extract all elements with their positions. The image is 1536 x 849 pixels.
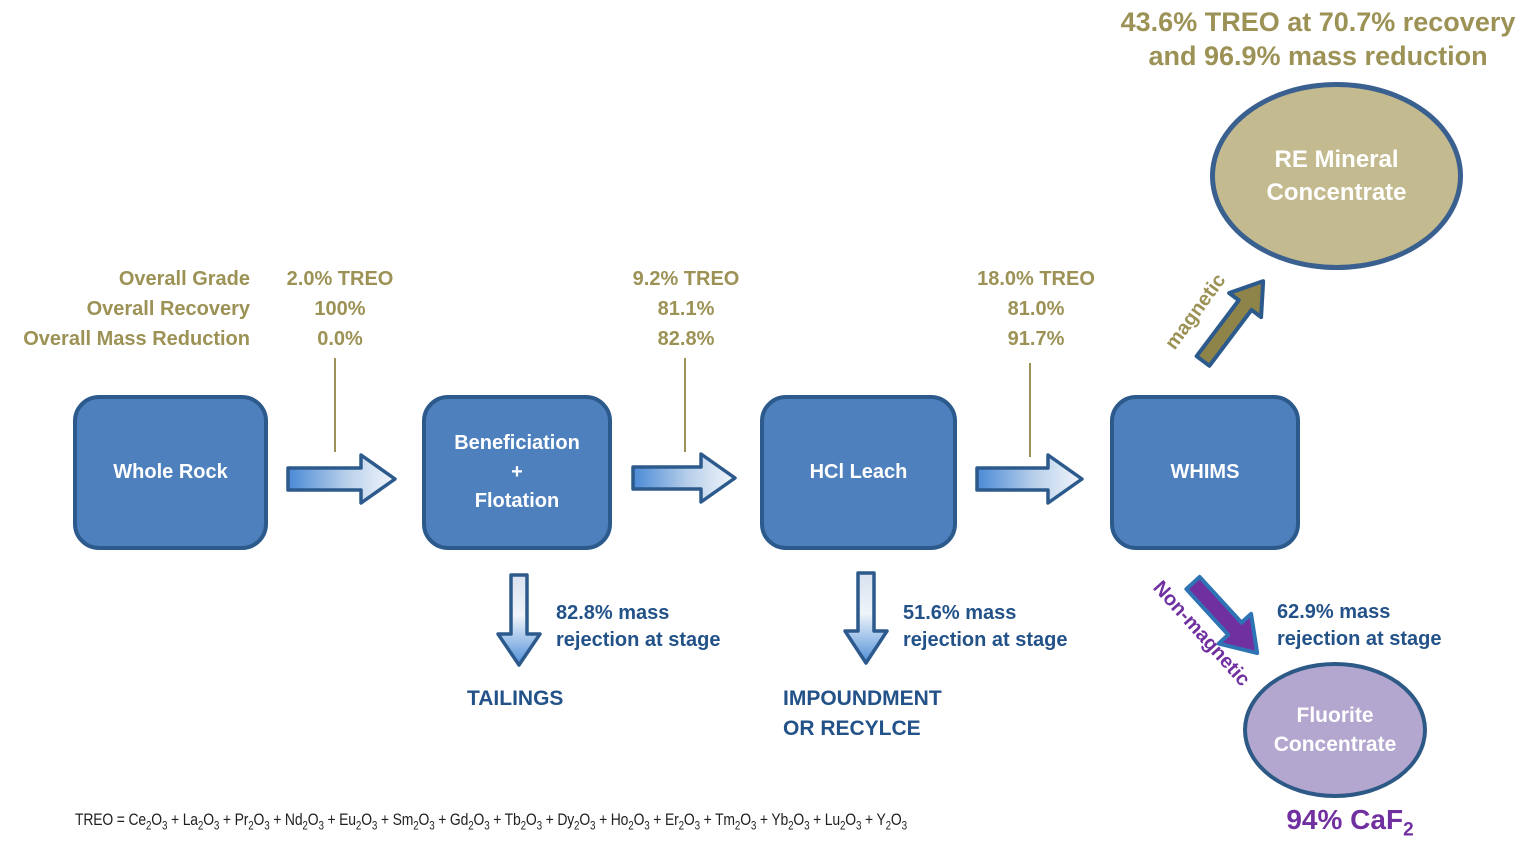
flow-arrow-hclleach-to-whims bbox=[975, 453, 1084, 505]
stat-grade: 18.0% TREO bbox=[977, 268, 1095, 290]
process-box-whims: WHIMS bbox=[1110, 395, 1300, 550]
impoundment-label: IMPOUNDMENT OR RECYLCE bbox=[783, 684, 942, 744]
result-headline: 43.6% TREO at 70.7% recovery and 96.9% m… bbox=[1088, 5, 1536, 73]
overall-grade-label: Overall Grade bbox=[118, 268, 250, 290]
overall-recovery-label: Overall Recovery bbox=[86, 298, 250, 320]
stage-stats-beneficiation: 9.2% TREO 81.1% 82.8% bbox=[616, 264, 756, 354]
whims-rejection-note: 62.9% mass rejection at stage bbox=[1277, 599, 1442, 653]
stat-mass-reduction: 91.7% bbox=[1007, 328, 1065, 350]
process-box-label-line2: + bbox=[511, 461, 523, 483]
rejection-arrow-tailings bbox=[496, 573, 542, 667]
flow-arrow-wholerock-to-beneficiation bbox=[286, 453, 397, 505]
stat-mass-reduction: 82.8% bbox=[657, 328, 715, 350]
fluorite-purity-text: 94% CaF bbox=[1286, 804, 1404, 835]
nonmagnetic-branch-arrow bbox=[1184, 574, 1260, 656]
fluorite-purity-subscript: 2 bbox=[1403, 819, 1414, 841]
process-box-label-line3: Flotation bbox=[474, 490, 560, 512]
stat-mass-reduction: 0.0% bbox=[317, 328, 363, 350]
ellipse-label-line1: Fluorite bbox=[1296, 704, 1374, 727]
flow-arrow-beneficiation-to-hclleach bbox=[631, 452, 737, 504]
fluorite-concentrate-ellipse: Fluorite Concentrate bbox=[1243, 662, 1427, 798]
result-headline-line2: and 96.9% mass reduction bbox=[1148, 41, 1488, 71]
rejection-arrow-impoundment bbox=[843, 571, 889, 665]
ellipse-label-line2: Concentrate bbox=[1266, 179, 1407, 206]
ellipse-label-line2: Concentrate bbox=[1273, 733, 1397, 756]
impoundment-rejection-note: 51.6% mass rejection at stage bbox=[903, 600, 1068, 654]
stat-recovery: 81.0% bbox=[1007, 298, 1065, 320]
rejection-stat-line2: rejection at stage bbox=[903, 629, 1068, 651]
impoundment-label-line2: OR RECYLCE bbox=[783, 717, 921, 740]
stage-stats-hclleach: 18.0% TREO 81.0% 91.7% bbox=[966, 264, 1106, 354]
process-box-beneficiation-flotation: Beneficiation + Flotation bbox=[422, 395, 612, 550]
re-mineral-concentrate-ellipse: RE Mineral Concentrate bbox=[1210, 82, 1463, 270]
rejection-stat-line2: rejection at stage bbox=[556, 629, 721, 651]
process-box-label: HCl Leach bbox=[809, 461, 908, 483]
fluorite-purity: 94% CaF2 bbox=[1270, 804, 1430, 842]
magnetic-branch-arrow bbox=[1194, 279, 1266, 368]
process-box-label: WHIMS bbox=[1170, 461, 1240, 483]
treo-formula: TREO = Ce2O3 + La2O3 + Pr2O3 + Nd2O3 + E… bbox=[75, 810, 907, 833]
process-box-label: Whole Rock bbox=[113, 461, 228, 483]
result-headline-line1: 43.6% TREO at 70.7% recovery bbox=[1120, 7, 1516, 37]
overall-metric-labels: Overall Grade Overall Recovery Overall M… bbox=[0, 264, 250, 354]
impoundment-label-line1: IMPOUNDMENT bbox=[783, 687, 942, 710]
process-box-hcl-leach: HCl Leach bbox=[760, 395, 957, 550]
stat-recovery: 81.1% bbox=[657, 298, 715, 320]
rejection-stat-line1: 62.9% mass bbox=[1277, 601, 1391, 623]
tailings-rejection-note: 82.8% mass rejection at stage bbox=[556, 600, 721, 654]
process-box-whole-rock: Whole Rock bbox=[73, 395, 268, 550]
ellipse-label-line1: RE Mineral bbox=[1274, 146, 1399, 173]
rejection-stat-line1: 51.6% mass bbox=[903, 602, 1017, 624]
rejection-stat-line1: 82.8% mass bbox=[556, 602, 670, 624]
stat-grade: 9.2% TREO bbox=[632, 268, 740, 290]
overall-mass-reduction-label: Overall Mass Reduction bbox=[23, 328, 250, 350]
stage-stats-wholerock: 2.0% TREO 100% 0.0% bbox=[270, 264, 410, 354]
stat-grade: 2.0% TREO bbox=[286, 268, 394, 290]
stat-recovery: 100% bbox=[314, 298, 366, 320]
tailings-label: TAILINGS bbox=[467, 687, 564, 710]
rejection-stat-line2: rejection at stage bbox=[1277, 628, 1442, 650]
process-box-label-line1: Beneficiation bbox=[454, 432, 580, 454]
